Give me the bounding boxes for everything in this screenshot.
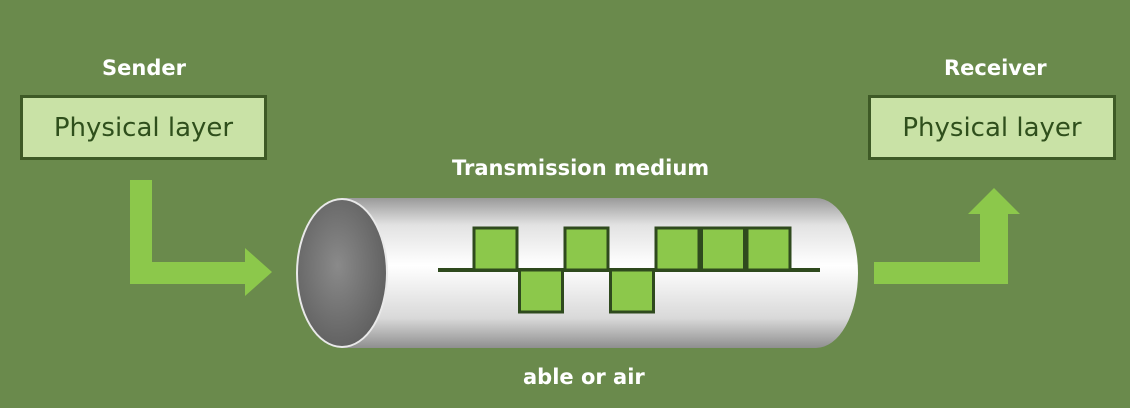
- signal-bit-low: [518, 268, 564, 314]
- sender-label: Sender: [102, 56, 186, 80]
- receiver-physical-layer-box: Physical layer: [868, 95, 1116, 160]
- signal-bit-high: [472, 226, 519, 272]
- medium-caption: able or air: [523, 365, 645, 389]
- receiver-label: Receiver: [944, 56, 1047, 80]
- signal-bit-low: [609, 268, 655, 314]
- sender-physical-layer-box: Physical layer: [20, 95, 267, 160]
- signal-bit-high: [654, 226, 701, 272]
- transmission-medium-label: Transmission medium: [452, 156, 710, 180]
- transmission-medium-cylinder: [296, 198, 858, 348]
- signal-bit-high: [745, 226, 792, 272]
- receiver-arrow: [874, 188, 1020, 284]
- signal-bit-high: [563, 226, 610, 272]
- digital-signal: [472, 226, 792, 314]
- sender-arrow: [130, 180, 272, 296]
- signal-bit-high: [700, 226, 746, 272]
